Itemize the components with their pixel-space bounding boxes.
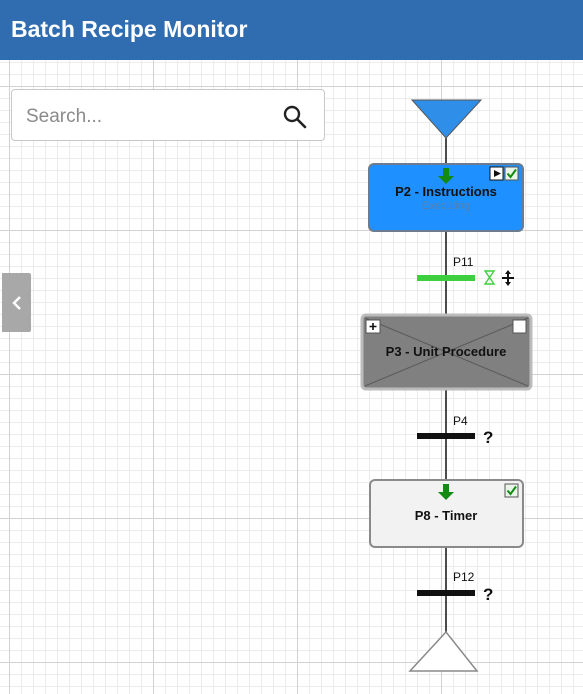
down-arrow-icon — [438, 484, 454, 500]
play-icon[interactable] — [489, 166, 504, 181]
collapse-panel-button[interactable] — [2, 273, 31, 332]
transition-p4-status: ? — [483, 428, 493, 447]
down-arrow-icon — [438, 168, 454, 184]
start-node[interactable] — [410, 99, 483, 139]
transition-p4-label: P4 — [453, 414, 468, 428]
step-p3-checkbox[interactable] — [512, 319, 527, 334]
step-p3-label: P3 - Unit Procedure — [386, 344, 507, 359]
transition-p4[interactable]: P4 ? — [417, 414, 493, 447]
transition-p11[interactable]: P11 — [417, 255, 514, 286]
move-icon[interactable] — [502, 270, 514, 286]
step-p2-status: Executing — [422, 200, 470, 212]
search-input[interactable] — [24, 102, 268, 132]
app-title: Batch Recipe Monitor — [11, 16, 248, 42]
app-header: Batch Recipe Monitor — [0, 0, 583, 60]
transition-p12[interactable]: P12 ? — [417, 570, 493, 604]
check-icon[interactable] — [504, 166, 519, 181]
end-node[interactable] — [408, 630, 479, 672]
search-icon[interactable] — [282, 104, 308, 130]
chevron-left-icon — [12, 296, 21, 310]
step-p8-timer[interactable]: P8 - Timer — [369, 479, 524, 548]
step-p3-unit-procedure[interactable]: P3 - Unit Procedure — [360, 313, 533, 391]
transition-p11-label: P11 — [453, 255, 474, 269]
step-p8-label: P8 - Timer — [415, 508, 478, 523]
step-p2-label: P2 - Instructions — [395, 184, 497, 199]
search-box — [11, 89, 325, 141]
transition-p12-status: ? — [483, 585, 493, 604]
step-p2-instructions[interactable]: P2 - Instructions Executing — [368, 163, 524, 232]
hourglass-icon — [483, 270, 496, 285]
check-icon[interactable] — [504, 483, 519, 498]
transition-p12-label: P12 — [453, 570, 475, 584]
expand-plus-icon[interactable] — [365, 319, 381, 334]
